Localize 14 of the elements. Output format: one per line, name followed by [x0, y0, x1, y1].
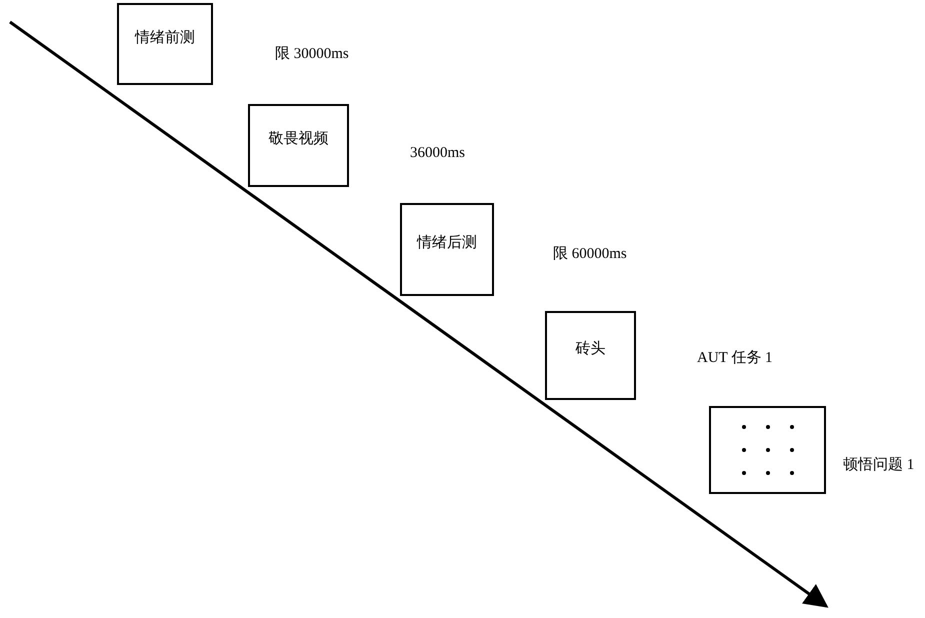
duration-label: 顿悟问题 1 [843, 456, 914, 475]
stage-label: 砖头 [576, 340, 606, 360]
stage-label: 情绪后测 [417, 234, 477, 254]
duration-label: AUT 任务 1 [697, 349, 773, 368]
stage-label: 情绪前测 [135, 28, 195, 48]
stage-box [545, 311, 636, 400]
duration-label: 36000ms [410, 144, 466, 163]
stage-label: 敬畏视频 [268, 130, 328, 150]
stimulus-box [709, 406, 826, 494]
stage-box [400, 203, 494, 296]
duration-label: 限 30000ms [275, 45, 349, 64]
stage-box [248, 104, 349, 187]
stage-box [117, 3, 213, 85]
duration-label: 限 60000ms [553, 245, 627, 264]
